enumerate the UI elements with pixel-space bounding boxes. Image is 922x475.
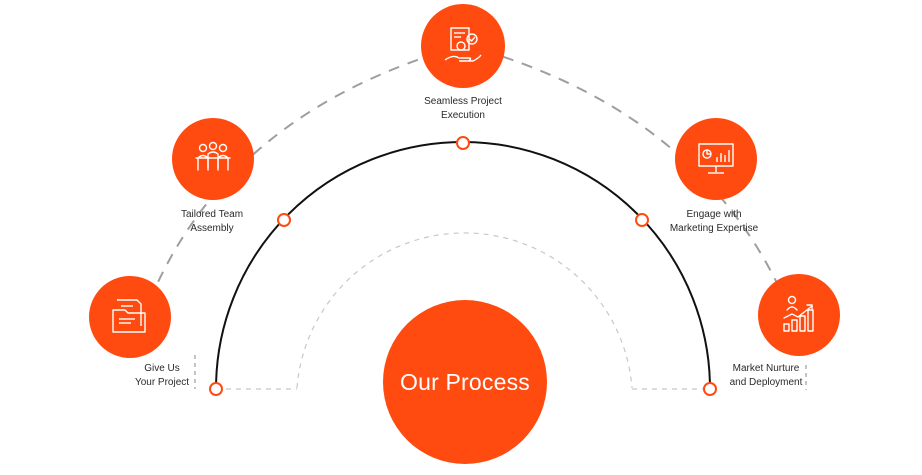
- step-2-line-2: Assembly: [190, 223, 234, 234]
- arc-node-2: [277, 213, 291, 227]
- step-market-nurture-deployment: [758, 274, 840, 356]
- step-label-engage-marketing: Engage with Marketing Expertise: [649, 208, 779, 236]
- step-label-tailored-team: Tailored Team Assembly: [147, 208, 277, 236]
- step-5-line-1: Market Nurture: [732, 363, 800, 374]
- monitor-analytics-icon: [698, 143, 734, 174]
- project-execution-icon: [444, 27, 482, 62]
- step-label-market-nurture: Market Nurture and Deployment: [701, 362, 831, 390]
- arc-node-3: [456, 136, 470, 150]
- step-4-line-2: Marketing Expertise: [669, 223, 759, 234]
- step-1-line-2: Your Project: [134, 377, 190, 388]
- step-seamless-project-execution: [421, 4, 505, 88]
- arc-node-4: [635, 213, 649, 227]
- step-3-line-2: Execution: [441, 110, 485, 121]
- team-group-icon: [195, 141, 231, 171]
- arc-node-5: [703, 382, 717, 396]
- step-2-line-1: Tailored Team: [180, 209, 244, 220]
- step-3-line-1: Seamless Project: [424, 96, 502, 107]
- step-label-give-us: Give Us Your Project: [97, 362, 227, 390]
- step-tailored-team-assembly: [172, 118, 254, 200]
- step-4-line-1: Engage with: [686, 209, 742, 220]
- step-1-line-1: Give Us: [144, 363, 180, 374]
- arc-node-1: [209, 382, 223, 396]
- document-folder-icon: [112, 299, 146, 333]
- step-label-seamless-project: Seamless Project Execution: [398, 95, 528, 123]
- step-5-line-2: and Deployment: [729, 377, 803, 388]
- step-engage-marketing-expertise: [675, 118, 757, 200]
- center-title: Our Process: [399, 368, 530, 395]
- growth-chart-icon: [783, 295, 814, 332]
- inner-dashed-arc: [296, 232, 633, 389]
- our-process-circle: Our Process: [383, 300, 547, 464]
- step-give-us-your-project: [89, 276, 171, 358]
